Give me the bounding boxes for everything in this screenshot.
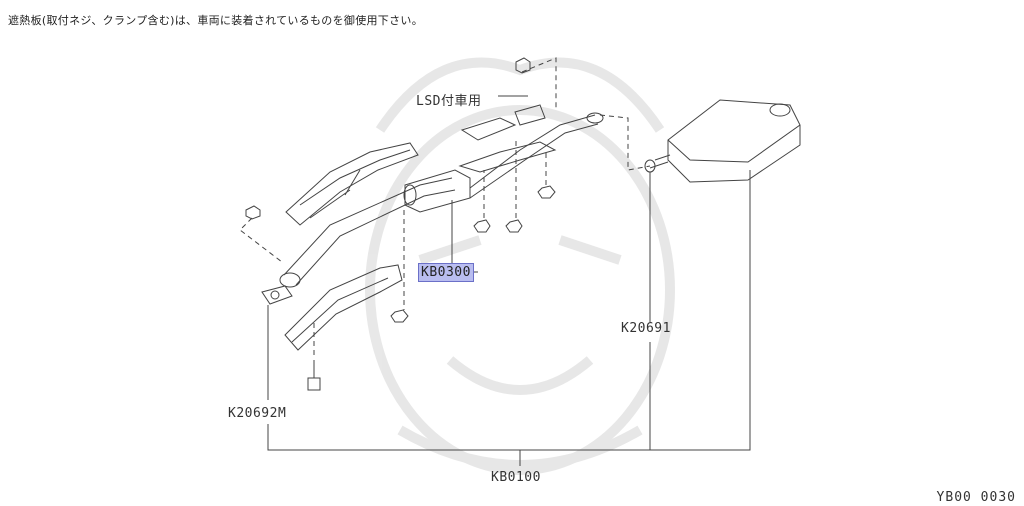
part-number-k20692m[interactable]: K20692M <box>228 406 287 421</box>
installation-note: 遮熱板(取付ネジ、クランプ含む)は、車両に装着されているものを御使用下さい。 <box>8 14 423 27</box>
center-resonator <box>404 169 471 213</box>
samurai-watermark <box>365 57 675 475</box>
main-muffler <box>667 99 801 183</box>
lower-heat-shield <box>284 264 403 351</box>
nut-right <box>537 185 556 199</box>
front-flange <box>261 285 293 305</box>
lsd-heat-shield <box>460 104 546 141</box>
part-number-kb0300[interactable]: KB0300 <box>418 263 474 282</box>
nut-center-b <box>505 219 523 233</box>
nut-left <box>245 205 261 220</box>
part-number-k20691[interactable]: K20691 <box>621 321 671 336</box>
lsd-label: LSD付車用 <box>416 94 482 109</box>
nut-top <box>515 57 531 74</box>
nut-center-a <box>473 219 491 233</box>
muffler-tail-pipe <box>649 154 671 169</box>
part-number-kb0100[interactable]: KB0100 <box>491 470 541 485</box>
upper-heat-shield <box>285 142 419 226</box>
figure-id: YB00 0030 <box>936 490 1016 505</box>
center-pipe <box>469 114 599 199</box>
bolt-lower <box>307 360 321 391</box>
front-exhaust-pipe <box>283 177 456 286</box>
nut-lower <box>390 309 409 323</box>
